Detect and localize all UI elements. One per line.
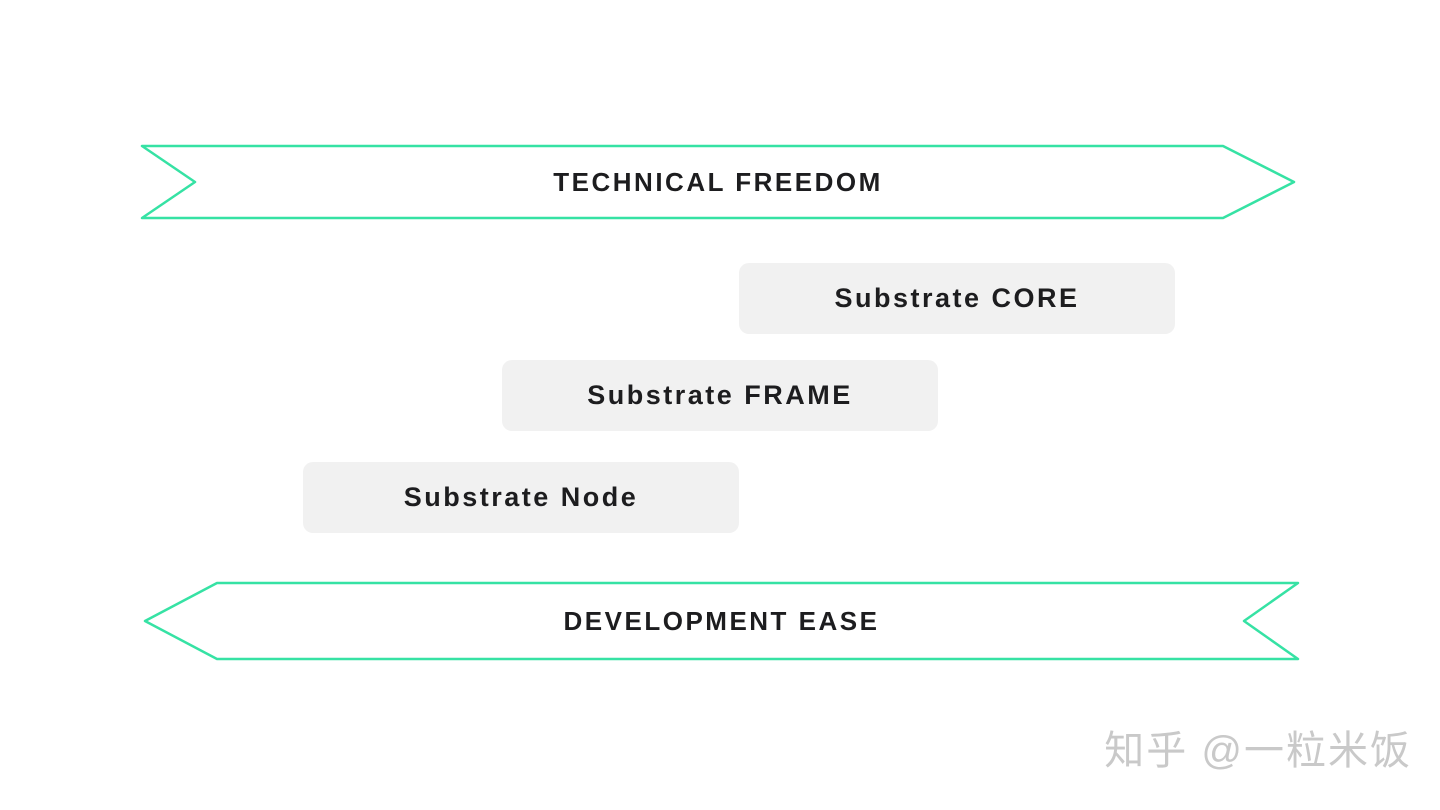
substrate-frame-label: Substrate FRAME [587,380,853,410]
watermark-zhihu: 知乎 @一粒米饭 [1104,729,1412,773]
technical-freedom-banner-label: TECHNICAL FREEDOM [553,166,883,197]
substrate-node-box: Substrate Node [303,462,739,533]
substrate-core-box: Substrate CORE [739,263,1175,334]
substrate-core-label: Substrate CORE [834,283,1080,313]
left-arrow-ribbon-shape [143,581,1300,661]
substrate-node-label: Substrate Node [403,482,639,512]
right-arrow-ribbon-shape [140,144,1296,220]
development-ease-banner-label: DEVELOPMENT EASE [563,605,880,636]
substrate-frame-box: Substrate FRAME [502,360,938,431]
